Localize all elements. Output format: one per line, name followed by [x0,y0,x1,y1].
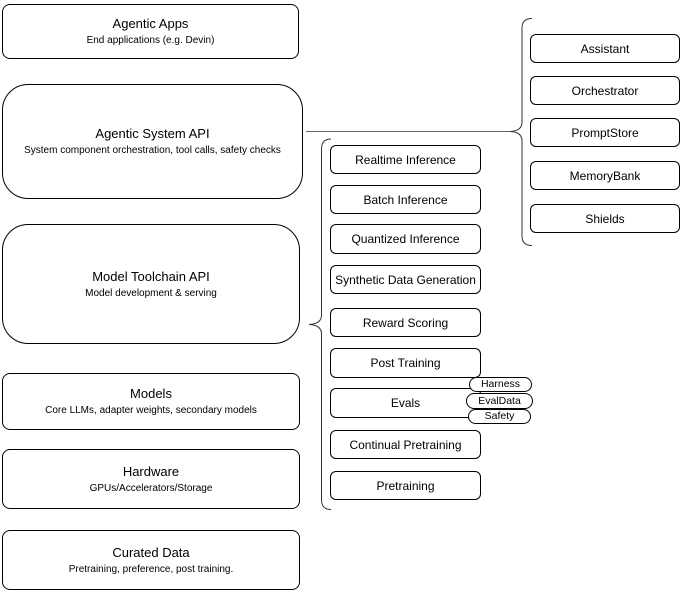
node-agentic-apps: Agentic Apps End applications (e.g. Devi… [2,4,299,59]
pill-label: Harness [480,378,521,390]
node-post-training: Post Training [330,348,481,378]
pill-safety: Safety [468,409,531,424]
node-realtime-inference: Realtime Inference [330,145,481,174]
node-orchestrator: Orchestrator [530,76,680,105]
node-label: Orchestrator [571,83,639,98]
node-label: Assistant [580,41,630,56]
node-models: Models Core LLMs, adapter weights, secon… [2,373,300,430]
node-label: Post Training [370,356,441,370]
node-label: Batch Inference [363,192,448,207]
pill-label: Safety [484,410,515,422]
pill-harness: Harness [469,377,532,392]
node-model-toolchain-api: Model Toolchain API Model development & … [2,224,300,344]
node-shields: Shields [530,204,680,233]
node-title: Hardware [122,463,180,479]
node-title: Agentic Apps [112,16,189,31]
node-label: Synthetic Data Generation [335,272,476,287]
node-label: Realtime Inference [355,152,456,167]
node-hardware: Hardware GPUs/Accelerators/Storage [2,449,300,509]
node-promptstore: PromptStore [530,118,680,147]
node-label: MemoryBank [569,168,641,183]
node-label: PromptStore [571,125,639,140]
node-pretraining: Pretraining [330,471,481,500]
node-subtitle: End applications (e.g. Devin) [86,35,215,46]
node-label: Shields [585,211,625,226]
node-batch-inference: Batch Inference [330,185,481,214]
node-quantized-inference: Quantized Inference [330,224,481,254]
node-evals: Evals [330,388,481,418]
node-subtitle: System component orchestration, tool cal… [24,145,281,156]
node-subtitle: Model development & serving [85,287,217,299]
node-synthetic-data-generation: Synthetic Data Generation [330,265,481,294]
node-memorybank: MemoryBank [530,161,680,190]
node-continual-pretraining: Continual Pretraining [330,430,481,459]
node-curated-data: Curated Data Pretraining, preference, po… [2,530,300,590]
toolchain-bracket [308,138,332,510]
node-assistant: Assistant [530,34,680,63]
node-agentic-system-api: Agentic System API System component orch… [2,84,303,199]
node-title: Agentic System API [95,126,210,141]
node-title: Curated Data [112,544,190,560]
node-label: Quantized Inference [351,232,460,246]
pill-label: EvalData [478,394,521,407]
node-subtitle: GPUs/Accelerators/Storage [89,482,213,494]
node-title: Models [130,386,172,401]
node-label: Evals [390,396,421,410]
node-label: Pretraining [376,478,435,493]
node-title: Model Toolchain API [92,268,210,284]
node-label: Continual Pretraining [349,437,462,452]
node-reward-scoring: Reward Scoring [330,308,481,337]
node-subtitle: Core LLMs, adapter weights, secondary mo… [45,405,257,416]
node-label: Reward Scoring [362,315,449,330]
system-components-bracket [510,18,533,246]
node-subtitle: Pretraining, preference, post training. [68,563,234,575]
pill-evaldata: EvalData [466,393,533,409]
